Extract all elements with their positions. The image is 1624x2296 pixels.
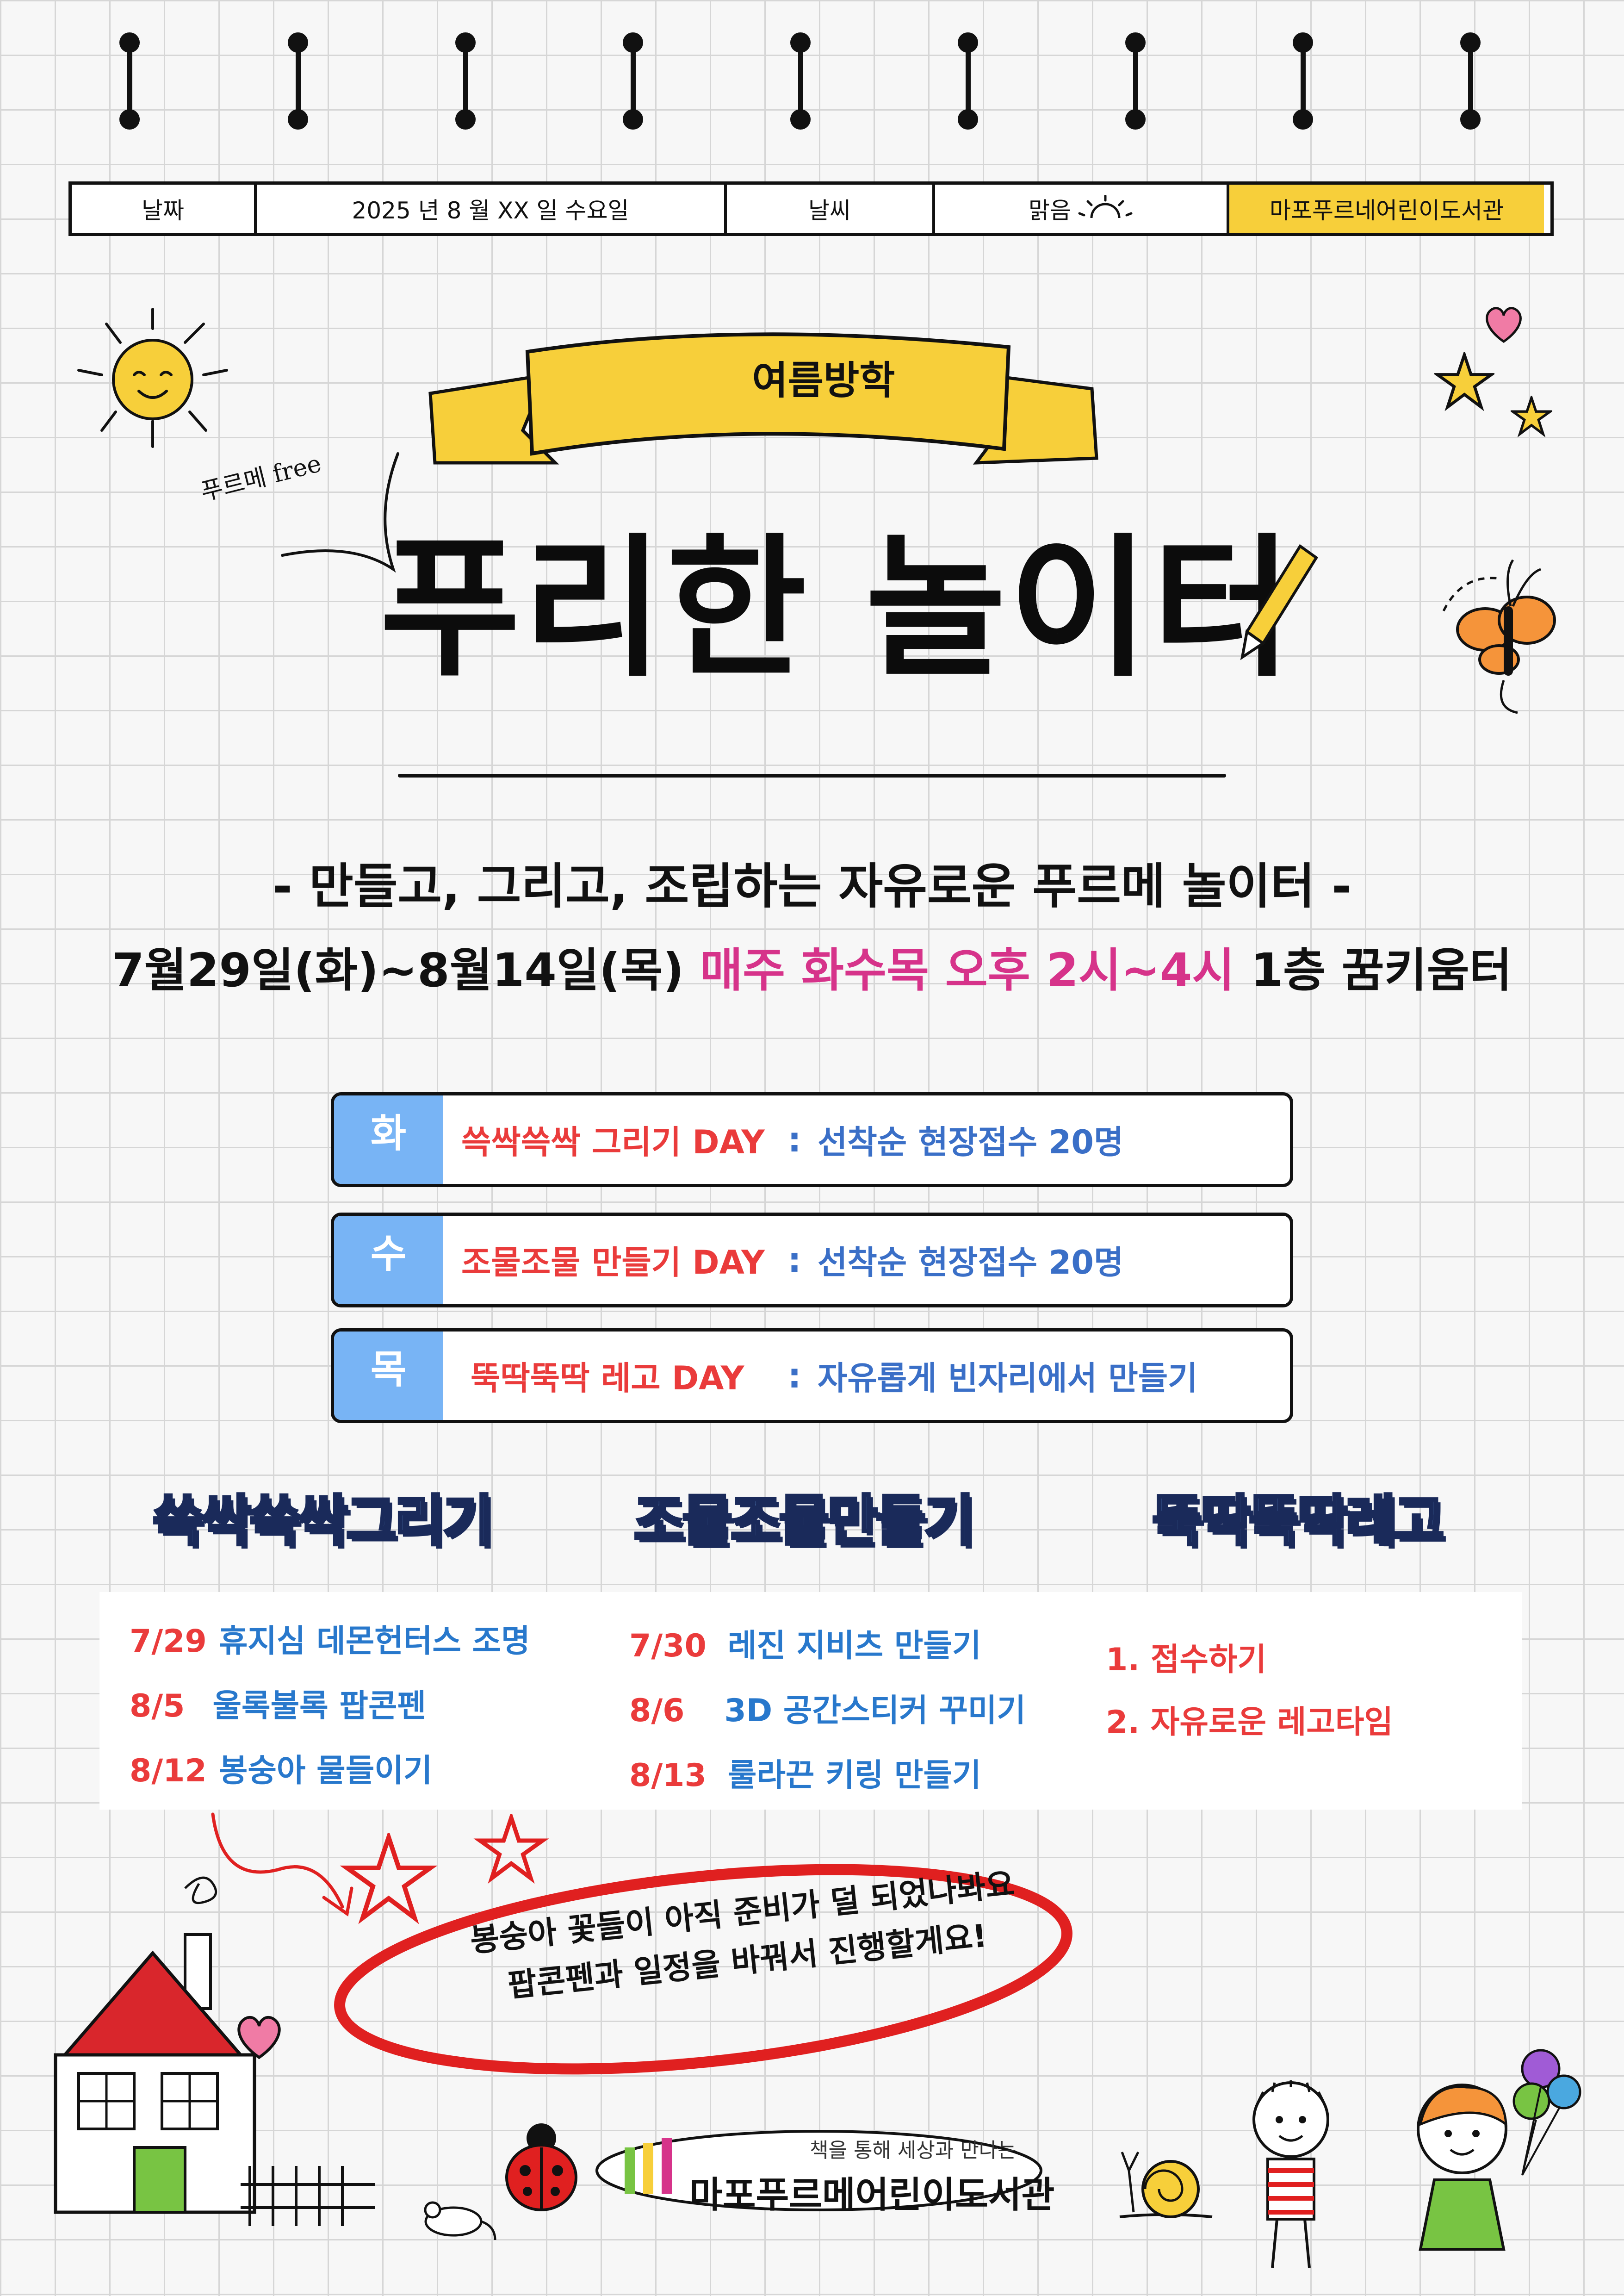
mouse-icon xyxy=(424,2201,496,2240)
program-place: 1층 꿈키움터 xyxy=(1251,943,1512,997)
list-item: 2. 자유로운 레고타임 xyxy=(1106,1704,1393,1741)
red-star-icon xyxy=(473,1814,549,1884)
main-title: 푸리한 놀이터 xyxy=(379,520,1295,697)
schedule-separator: : xyxy=(787,1356,801,1396)
girl-balloons-icon xyxy=(1417,2049,1581,2251)
red-ellipse xyxy=(334,1864,1072,2075)
red-star-icon xyxy=(340,1833,438,1924)
item-date: 8/5 xyxy=(130,1688,185,1724)
fence-icon xyxy=(241,2166,375,2226)
binder-ring xyxy=(1293,32,1313,130)
list-item: 7/29 휴지심 데몬헌터스 조명 xyxy=(130,1615,530,1661)
schedule-day: 수 xyxy=(334,1216,443,1304)
column-title-making: 조물조물만들기 xyxy=(632,1487,976,1554)
activity-panel xyxy=(99,1592,1522,1810)
list-item: 8/12 봉숭아 물들이기 xyxy=(130,1745,432,1791)
butterfly-icon xyxy=(1442,559,1556,714)
item-date: 8/6 xyxy=(629,1692,685,1729)
item-date: 7/29 xyxy=(130,1623,207,1660)
ribbon-banner xyxy=(428,332,1098,465)
diary-header-table: 날짜 2025 년 8 월 XX 일 수요일 날씨 맑음 마포푸르네어린이도서관 xyxy=(68,181,1554,236)
title-divider xyxy=(398,774,1226,778)
schedule-row: 화 쓱싹쓱싹 그리기 DAY : 선착순 현장접수 20명 xyxy=(331,1092,1293,1187)
item-text: 룰라끈 키링 만들기 xyxy=(727,1757,981,1794)
date-label: 날짜 xyxy=(72,185,257,233)
snail-icon xyxy=(1119,2151,1213,2218)
program-times: 매주 화수목 오후 2시~4시 xyxy=(700,943,1235,997)
item-text: 울록불록 팝콘펜 xyxy=(212,1688,427,1724)
house-icon xyxy=(54,1876,256,2214)
item-date: 7/30 xyxy=(629,1628,707,1664)
list-item: 7/30 레진 지비츠 만들기 xyxy=(629,1620,981,1666)
program-subtitle: - 만들고, 그리고, 조립하는 자유로운 푸르메 놀이터 - xyxy=(272,858,1352,915)
program-period: 7월29일(화)~8월14일(목) xyxy=(112,943,684,997)
schedule-row: 목 뚝딱뚝딱 레고 DAY : 자유롭게 빈자리에서 만들기 xyxy=(331,1328,1293,1423)
weather-value: 맑음 xyxy=(935,185,1229,233)
schedule-day: 목 xyxy=(334,1332,443,1420)
item-date: 8/13 xyxy=(629,1757,707,1794)
schedule-info: 선착순 현장접수 20명 xyxy=(818,1123,1124,1161)
schedule-activity: 조물조물 만들기 DAY xyxy=(461,1244,765,1282)
binder-ring xyxy=(1125,32,1146,130)
note-arrow xyxy=(281,452,399,573)
weather-label: 날씨 xyxy=(727,185,935,233)
program-dateline: 7월29일(화)~8월14일(목) 매주 화수목 오후 2시~4시 1층 꿈키움… xyxy=(0,933,1624,1000)
schedule-separator: : xyxy=(787,1240,801,1280)
binder-ring xyxy=(288,32,308,130)
binder-ring xyxy=(119,32,140,130)
schedule-separator: : xyxy=(787,1120,801,1160)
curved-arrow xyxy=(211,1812,353,1916)
ribbon-label: 여름방학 xyxy=(752,358,895,403)
binder-ring xyxy=(1460,32,1481,130)
list-item: 1. 접수하기 xyxy=(1106,1642,1267,1678)
binder-ring xyxy=(623,32,643,130)
boy-icon xyxy=(1252,2080,1329,2268)
list-item: 8/13 룰라끈 키링 만들기 xyxy=(629,1749,981,1795)
heart-icon xyxy=(1486,307,1522,343)
item-text: 휴지심 데몬헌터스 조명 xyxy=(218,1623,530,1660)
binder-ring xyxy=(958,32,978,130)
binder-ring xyxy=(790,32,811,130)
weather-text: 맑음 xyxy=(1029,197,1071,224)
library-label: 마포푸르네어린이도서관 xyxy=(1270,197,1504,224)
schedule-activity: 쓱싹쓱싹 그리기 DAY xyxy=(461,1123,765,1161)
sun-small-icon xyxy=(1078,195,1133,218)
schedule-row: 수 조물조물 만들기 DAY : 선착순 현장접수 20명 xyxy=(331,1213,1293,1307)
star-small-icon xyxy=(1511,396,1552,437)
heart-pink-icon xyxy=(237,2016,281,2060)
schedule-activity: 뚝딱뚝딱 레고 DAY xyxy=(471,1359,744,1397)
date-value: 2025 년 8 월 XX 일 수요일 xyxy=(257,185,727,233)
item-date: 8/12 xyxy=(130,1753,207,1789)
item-text: 3D 공간스티커 꾸미기 xyxy=(724,1692,1026,1729)
item-text: 봉숭아 물들이기 xyxy=(218,1753,433,1789)
item-text: 레진 지비츠 만들기 xyxy=(727,1628,981,1664)
star-icon xyxy=(1434,352,1494,411)
pencil-icon xyxy=(1240,544,1319,660)
schedule-day: 화 xyxy=(334,1095,443,1184)
library-badge-ellipse xyxy=(595,2130,1042,2211)
list-item: 8/6 3D 공간스티커 꾸미기 xyxy=(629,1685,1026,1730)
library-cell: 마포푸르네어린이도서관 xyxy=(1229,185,1544,233)
ladybug-icon xyxy=(505,2123,577,2211)
column-title-drawing: 쓱싹쓱싹그리기 xyxy=(151,1487,495,1554)
schedule-info: 선착순 현장접수 20명 xyxy=(818,1244,1124,1282)
library-name: 마포푸르메어린이도서관 xyxy=(689,2174,1055,2216)
library-tagline: 책을 통해 세상과 만나는 xyxy=(810,2139,1017,2162)
library-logo-icon xyxy=(625,2138,672,2194)
list-item: 8/5 울록불록 팝콘펜 xyxy=(130,1680,426,1726)
binder-ring xyxy=(455,32,476,130)
sun-icon xyxy=(77,308,228,448)
column-title-lego: 뚝딱뚝딱레고 xyxy=(1151,1487,1445,1554)
schedule-info: 자유롭게 빈자리에서 만들기 xyxy=(818,1359,1198,1397)
